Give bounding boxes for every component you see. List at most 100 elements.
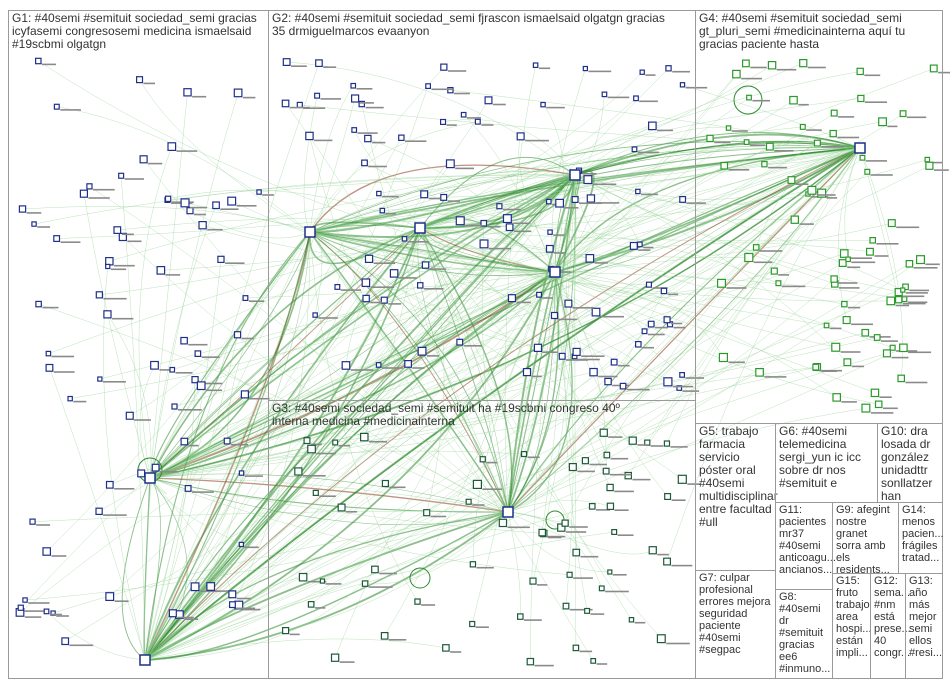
node-label-mark <box>176 150 198 152</box>
node <box>43 608 50 615</box>
node-label-mark <box>303 107 326 109</box>
node-label-mark <box>590 613 605 615</box>
node-label-mark <box>566 359 589 361</box>
edge <box>419 227 639 345</box>
node <box>925 161 934 170</box>
node <box>522 368 532 377</box>
node-label-mark <box>289 106 310 109</box>
node <box>572 548 581 557</box>
edge <box>507 278 835 513</box>
node <box>212 201 220 210</box>
node-label-mark <box>110 268 127 271</box>
node <box>180 437 189 446</box>
node-label-mark <box>655 326 668 329</box>
node <box>873 334 881 341</box>
edge <box>574 174 903 291</box>
edge <box>309 164 576 233</box>
node-label-mark <box>652 287 668 289</box>
edge <box>309 227 421 265</box>
node-label-mark <box>879 396 892 398</box>
node-label-mark <box>359 102 374 104</box>
edge <box>554 270 775 295</box>
group-box-g15: G15: fruto trabajo area hospi... están i… <box>832 573 871 679</box>
node <box>677 474 687 484</box>
node <box>479 456 486 463</box>
node <box>421 261 430 269</box>
edge <box>309 231 594 662</box>
node-label-mark <box>569 608 593 611</box>
node-label-mark <box>667 293 679 296</box>
node <box>183 88 192 97</box>
edge <box>419 227 893 348</box>
node-label-mark <box>448 70 467 72</box>
node-label-mark <box>356 88 373 90</box>
node <box>635 188 641 195</box>
node <box>103 310 112 319</box>
group-box-g4: G4: #40semi #semituit sociedad_semi gt_p… <box>695 10 943 424</box>
node <box>194 350 202 357</box>
edge <box>309 121 478 233</box>
node-label-mark <box>465 224 482 227</box>
node <box>350 82 357 89</box>
node <box>591 307 601 317</box>
edge <box>530 174 576 662</box>
node <box>831 342 841 352</box>
edge <box>49 367 146 661</box>
node-label-mark <box>905 292 928 294</box>
node <box>624 471 632 480</box>
edge <box>99 147 861 380</box>
edge <box>38 303 509 513</box>
group-box-g3: G3: #40semi sociedad_semi #semituit ha #… <box>268 400 696 679</box>
node <box>61 637 70 646</box>
edge <box>285 511 509 631</box>
node-label-mark <box>476 566 494 569</box>
node <box>496 203 503 210</box>
node-label-mark <box>194 213 206 216</box>
node-label-mark <box>643 246 654 249</box>
node-label-mark <box>41 63 56 66</box>
node <box>899 110 907 118</box>
node <box>582 65 588 72</box>
node <box>583 175 593 185</box>
node <box>440 193 448 201</box>
node <box>590 657 597 664</box>
node-label-mark <box>577 358 600 361</box>
node-label-mark <box>103 297 127 300</box>
node-label-mark <box>310 443 322 446</box>
node-label-mark <box>472 504 485 506</box>
node-label-mark <box>289 633 300 636</box>
node-label-mark <box>121 233 134 236</box>
node-label-mark <box>512 222 531 225</box>
edge <box>483 174 576 245</box>
node <box>180 336 188 345</box>
node-label-mark <box>207 228 223 231</box>
node <box>628 616 635 623</box>
node <box>610 358 618 366</box>
node <box>889 344 896 351</box>
node-label-mark <box>231 443 249 446</box>
node <box>479 239 489 249</box>
edge <box>507 500 611 513</box>
edge <box>194 174 576 587</box>
node-label-mark <box>112 317 134 320</box>
hub-node <box>854 142 866 154</box>
node <box>679 196 687 203</box>
group-box-g10: G10: dra losada dr gonzález unidadttr so… <box>877 423 943 503</box>
edge <box>309 231 827 326</box>
edge <box>149 303 569 479</box>
node <box>380 296 388 304</box>
edge <box>365 174 576 283</box>
node-label-mark <box>346 511 358 513</box>
edge <box>144 507 342 661</box>
edge <box>144 147 861 661</box>
node-label-mark <box>454 92 470 95</box>
node <box>238 541 245 548</box>
edge <box>471 271 556 625</box>
hub-node <box>502 506 514 518</box>
node-label-mark <box>370 286 395 288</box>
edge <box>554 271 607 472</box>
node <box>150 360 159 370</box>
node-label-mark <box>639 100 658 103</box>
edge <box>65 147 861 642</box>
node <box>97 376 103 382</box>
